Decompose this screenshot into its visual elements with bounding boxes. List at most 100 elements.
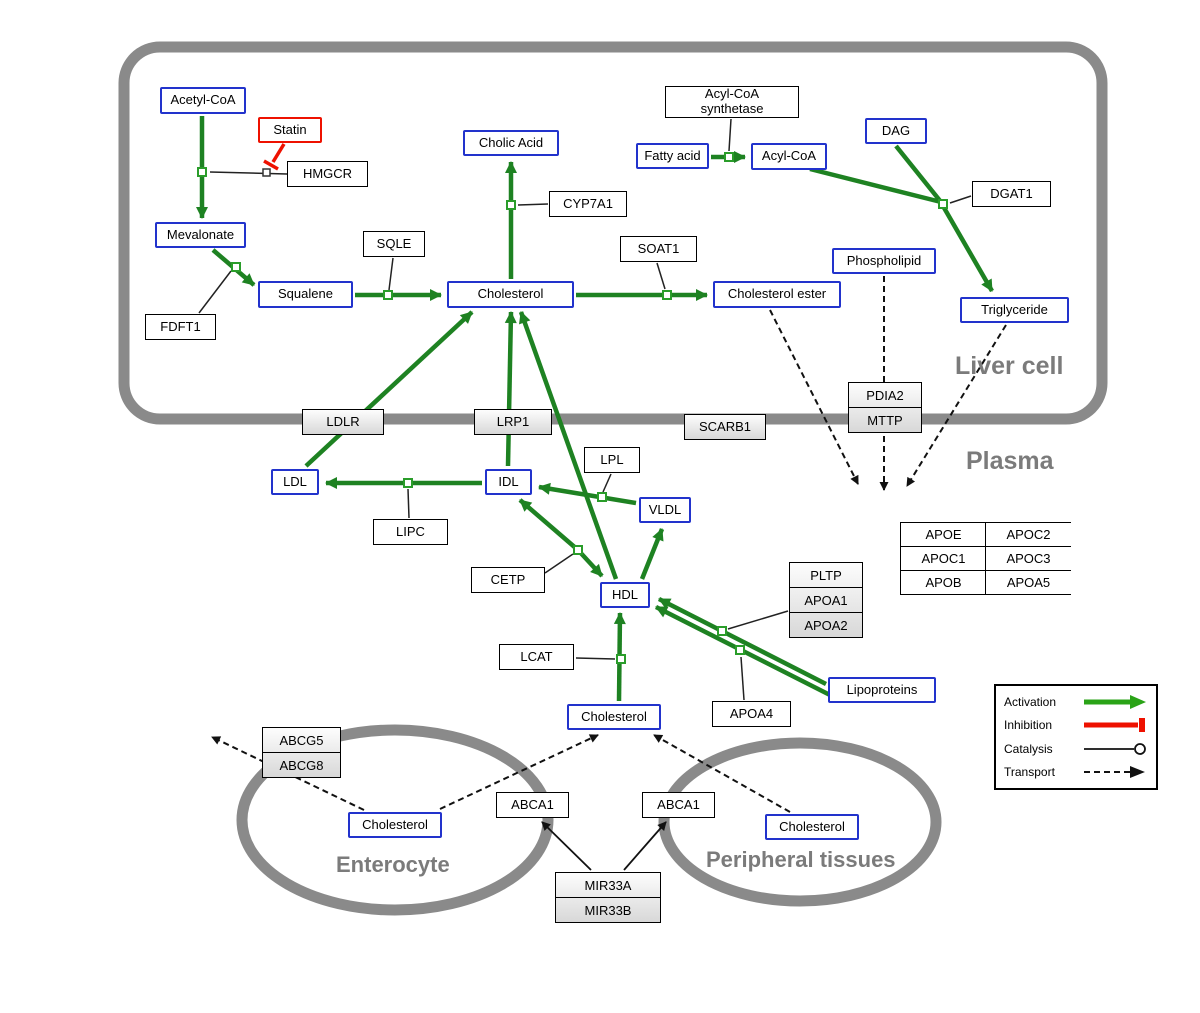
legend-catalysis-label: Catalysis xyxy=(1004,741,1053,756)
node-cyp7a1[interactable]: CYP7A1 xyxy=(549,191,627,217)
node-mir33b[interactable]: MIR33B xyxy=(556,897,660,922)
node-abcg5[interactable]: ABCG5 xyxy=(279,732,324,748)
edge-hdl-vldl xyxy=(639,528,665,580)
edge-lipoproteins-hdl-upper xyxy=(657,596,828,687)
peripheral-tissues-label: Peripheral tissues xyxy=(706,847,896,872)
node-abca1-enterocyte[interactable]: ABCA1 xyxy=(496,792,569,818)
node-phospholipid[interactable]: Phospholipid xyxy=(832,248,936,274)
node-hdl[interactable]: HDL xyxy=(600,582,650,608)
node-cholesterol-ester[interactable]: Cholesterol ester xyxy=(713,281,841,308)
liver-cell-label: Liver cell xyxy=(955,352,1064,380)
edge-dgat1node-triglyceride xyxy=(941,204,994,293)
liver-cell-membrane xyxy=(118,41,1108,425)
node-statin[interactable]: Statin xyxy=(258,117,322,143)
transport-dashed-arrow-icon xyxy=(1084,766,1145,779)
node-apoa4[interactable]: APOA4 xyxy=(712,701,791,727)
edge-cetp-to-idl xyxy=(518,498,580,552)
node-lrp1[interactable]: LRP1 xyxy=(474,409,552,435)
edge-idl-cholesterol-via-lrp1 xyxy=(504,311,517,467)
node-soat1[interactable]: SOAT1 xyxy=(620,236,697,262)
node-cholesterol-peripheral[interactable]: Cholesterol xyxy=(765,814,859,840)
node-mttp[interactable]: MTTP xyxy=(849,407,921,432)
node-sqle[interactable]: SQLE xyxy=(363,231,425,257)
stack-pltp-apoa1-apoa2: PLTP APOA1 APOA2 xyxy=(789,562,863,638)
cat-apoa4 xyxy=(740,656,745,701)
node-lcat[interactable]: LCAT xyxy=(499,644,574,670)
legend-row-activation: Activation xyxy=(1004,692,1148,712)
edge-enterocytechol-plasmachol xyxy=(439,734,599,810)
node-ldlr[interactable]: LDLR xyxy=(302,409,384,435)
node-acetyl-coa[interactable]: Acetyl-CoA xyxy=(160,87,246,114)
node-cetp[interactable]: CETP xyxy=(471,567,545,593)
node-scarb1[interactable]: SCARB1 xyxy=(684,414,766,440)
node-apoe[interactable]: APOE xyxy=(900,522,986,546)
legend-row-catalysis: Catalysis xyxy=(1004,739,1148,759)
edge-vldl-idl xyxy=(538,482,637,506)
node-dgat1[interactable]: DGAT1 xyxy=(972,181,1051,207)
legend-activation-label: Activation xyxy=(1004,694,1057,709)
node-apoc1[interactable]: APOC1 xyxy=(900,546,986,570)
node-cholesterol-liver[interactable]: Cholesterol xyxy=(447,281,574,308)
cat-hmgcr xyxy=(209,171,288,175)
node-apoa1[interactable]: APOA1 xyxy=(790,587,862,612)
regulation-edges xyxy=(541,821,667,871)
activation-arrow-icon xyxy=(1084,694,1146,709)
node-cholic-acid[interactable]: Cholic Acid xyxy=(463,130,559,156)
legend-transport-label: Transport xyxy=(1004,765,1055,780)
node-hmgcr[interactable]: HMGCR xyxy=(287,161,368,187)
cat-fdft1 xyxy=(198,270,232,314)
edge-cholesterolester-plasma xyxy=(769,309,859,485)
node-idl[interactable]: IDL xyxy=(485,469,532,495)
node-acyl-coa-synthetase[interactable]: Acyl-CoA synthetase xyxy=(665,86,799,118)
cat-cyp7a1 xyxy=(517,203,549,206)
node-lipoproteins[interactable]: Lipoproteins xyxy=(828,677,936,703)
node-dag[interactable]: DAG xyxy=(865,118,927,144)
node-lipc[interactable]: LIPC xyxy=(373,519,448,545)
statin-junction-square xyxy=(262,168,271,177)
statin-tbar xyxy=(263,159,279,171)
edge-mir33-abca1-left xyxy=(541,821,592,871)
edge-ldl-cholesterol-via-ldlr xyxy=(304,310,474,468)
node-fdft1[interactable]: FDFT1 xyxy=(145,314,216,340)
node-apob[interactable]: APOB xyxy=(900,570,986,594)
edge-statin-hmgcr xyxy=(271,143,286,163)
node-abcg8[interactable]: ABCG8 xyxy=(263,752,340,777)
edge-triglyceride-plasma xyxy=(906,324,1007,487)
node-pdia2[interactable]: PDIA2 xyxy=(866,387,904,403)
edge-acylcoa-dgat1node xyxy=(809,166,942,205)
stack-pdia2-mttp: PDIA2 MTTP xyxy=(848,382,922,433)
node-acyl-coa[interactable]: Acyl-CoA xyxy=(751,143,827,170)
node-apoa2[interactable]: APOA2 xyxy=(790,612,862,637)
cat-sqle xyxy=(388,257,394,291)
node-apoc2[interactable]: APOC2 xyxy=(985,522,1071,546)
node-vldl[interactable]: VLDL xyxy=(639,497,691,523)
node-pltp[interactable]: PLTP xyxy=(810,567,842,583)
node-triglyceride[interactable]: Triglyceride xyxy=(960,297,1069,323)
inhibition-edge xyxy=(263,143,286,171)
reaction-node-squares xyxy=(197,152,948,664)
edge-dag-dgat1node xyxy=(894,144,943,204)
node-lpl[interactable]: LPL xyxy=(584,447,640,473)
node-cholesterol-enterocyte[interactable]: Cholesterol xyxy=(348,812,442,838)
activation-edges xyxy=(196,116,994,702)
node-apoa5[interactable]: APOA5 xyxy=(985,570,1071,594)
edge-hdl-cholesterol-liver xyxy=(518,311,619,580)
node-abca1-peripheral[interactable]: ABCA1 xyxy=(642,792,715,818)
node-mevalonate[interactable]: Mevalonate xyxy=(155,222,246,248)
cat-pltp-apoa1-apoa2 xyxy=(727,610,789,630)
edge-mir33-abca1-right xyxy=(623,821,667,871)
node-cholesterol-plasma[interactable]: Cholesterol xyxy=(567,704,661,730)
cat-lpl xyxy=(602,473,612,493)
node-mir33a[interactable]: MIR33A xyxy=(584,877,632,893)
catalysis-line-icon xyxy=(1084,742,1146,755)
apolipoprotein-table: APOE APOC2 APOC1 APOC3 APOB APOA5 xyxy=(900,522,1071,595)
cat-cetp xyxy=(544,553,574,574)
inhibition-tbar-icon xyxy=(1084,718,1145,733)
stack-mir33: MIR33A MIR33B xyxy=(555,872,661,923)
node-fatty-acid[interactable]: Fatty acid xyxy=(636,143,709,169)
node-apoc3[interactable]: APOC3 xyxy=(985,546,1071,570)
node-squalene[interactable]: Squalene xyxy=(258,281,353,308)
node-ldl[interactable]: LDL xyxy=(271,469,319,495)
